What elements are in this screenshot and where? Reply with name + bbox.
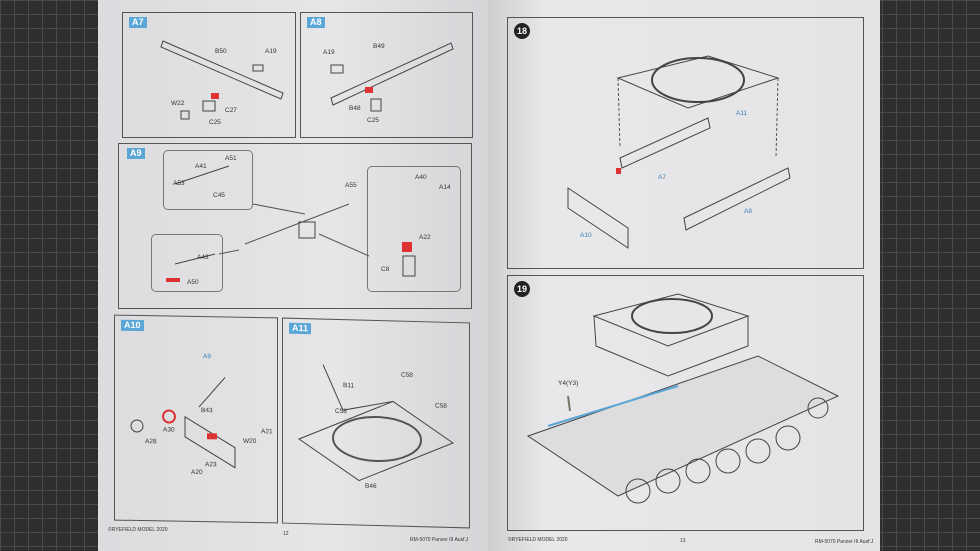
part-label: A51	[225, 155, 237, 162]
step-number: 18	[514, 23, 530, 39]
part-label: A22	[419, 234, 431, 241]
detail-inset	[367, 166, 461, 292]
part-label: A20	[191, 468, 203, 477]
left-page	[98, 0, 488, 551]
part-label: B11	[343, 382, 355, 390]
copyright: ©RYEFIELD MODEL 2020	[108, 527, 168, 533]
a8-drawing-icon	[330, 42, 454, 112]
part-label: C58	[401, 371, 413, 379]
part-label: A41	[195, 163, 207, 170]
part-label: B50	[215, 48, 227, 55]
part-label: B48	[349, 105, 361, 112]
step-a9-panel: A9 A41 A51 A53 C45 A55 A40 A14 A22 C8 A4…	[118, 143, 472, 309]
part-label: A30	[163, 426, 175, 434]
step-a8-panel: A8 A19 B49 B48 C25	[300, 12, 473, 138]
part-label: C58	[435, 402, 447, 410]
step-tag: A8	[307, 17, 325, 28]
part-label: B43	[201, 407, 213, 415]
a10-drawing-icon	[130, 377, 236, 469]
part-label: A55	[345, 182, 357, 189]
step-19-panel: 19 Y4(Y3)	[507, 275, 864, 531]
page-number: 13	[680, 538, 686, 544]
part-label: A28	[145, 438, 157, 446]
a7-drawing-icon	[160, 40, 284, 120]
part-label: C8	[381, 266, 390, 273]
part-label: A9	[203, 353, 211, 361]
copyright: ©RYEFIELD MODEL 2020	[508, 537, 568, 543]
part-label: A11	[736, 110, 748, 117]
part-label: A8	[744, 208, 752, 215]
product-name: RM-5070 Panzer III Ausf.J	[410, 537, 469, 543]
a11-drawing-icon	[297, 364, 455, 482]
part-label: W22	[171, 100, 185, 107]
product-name: RM-5070 Panzer III Ausf.J	[815, 539, 874, 545]
part-label: C45	[213, 192, 225, 199]
part-label: A10	[580, 232, 592, 239]
part-label: A43	[197, 254, 209, 261]
part-label: C58	[335, 407, 347, 416]
step-tag: A7	[129, 17, 147, 28]
part-label: A23	[205, 461, 217, 469]
part-label: A14	[439, 184, 451, 191]
part-label: W20	[243, 437, 257, 446]
detail-inset	[151, 234, 223, 292]
part-label: C27	[225, 107, 237, 114]
step-tag: A9	[127, 148, 145, 159]
part-label: A19	[265, 48, 277, 55]
part-label: B46	[365, 482, 377, 491]
part-label: A53	[173, 180, 185, 187]
part-label: A40	[415, 174, 427, 181]
part-label: Y4(Y3)	[558, 380, 579, 387]
part-label: A7	[658, 174, 666, 181]
part-label: A50	[187, 279, 199, 286]
step-18-drawing-icon	[567, 55, 791, 249]
step-a10-panel: A10 A9 B43 A30 A21 A28 W20 A23 A20	[114, 314, 278, 524]
part-label: C25	[367, 117, 379, 124]
page-number: 12	[283, 531, 289, 537]
a9-gun-drawing-icon	[166, 165, 416, 282]
step-18-panel: 18 A11 A7 A8 A10	[507, 17, 864, 269]
step-a11-panel: A11 B11 C58 C58 C58 B46	[282, 317, 470, 529]
step-number: 19	[514, 281, 530, 297]
step-a7-panel: A7 B50 A19 W22 C27 C25	[122, 12, 296, 138]
part-label: B49	[373, 43, 385, 50]
tank-hull-drawing-icon	[526, 293, 840, 504]
part-label: A19	[323, 49, 335, 56]
part-label: A21	[261, 428, 273, 436]
detail-inset	[163, 150, 253, 210]
part-label: C25	[209, 119, 221, 126]
